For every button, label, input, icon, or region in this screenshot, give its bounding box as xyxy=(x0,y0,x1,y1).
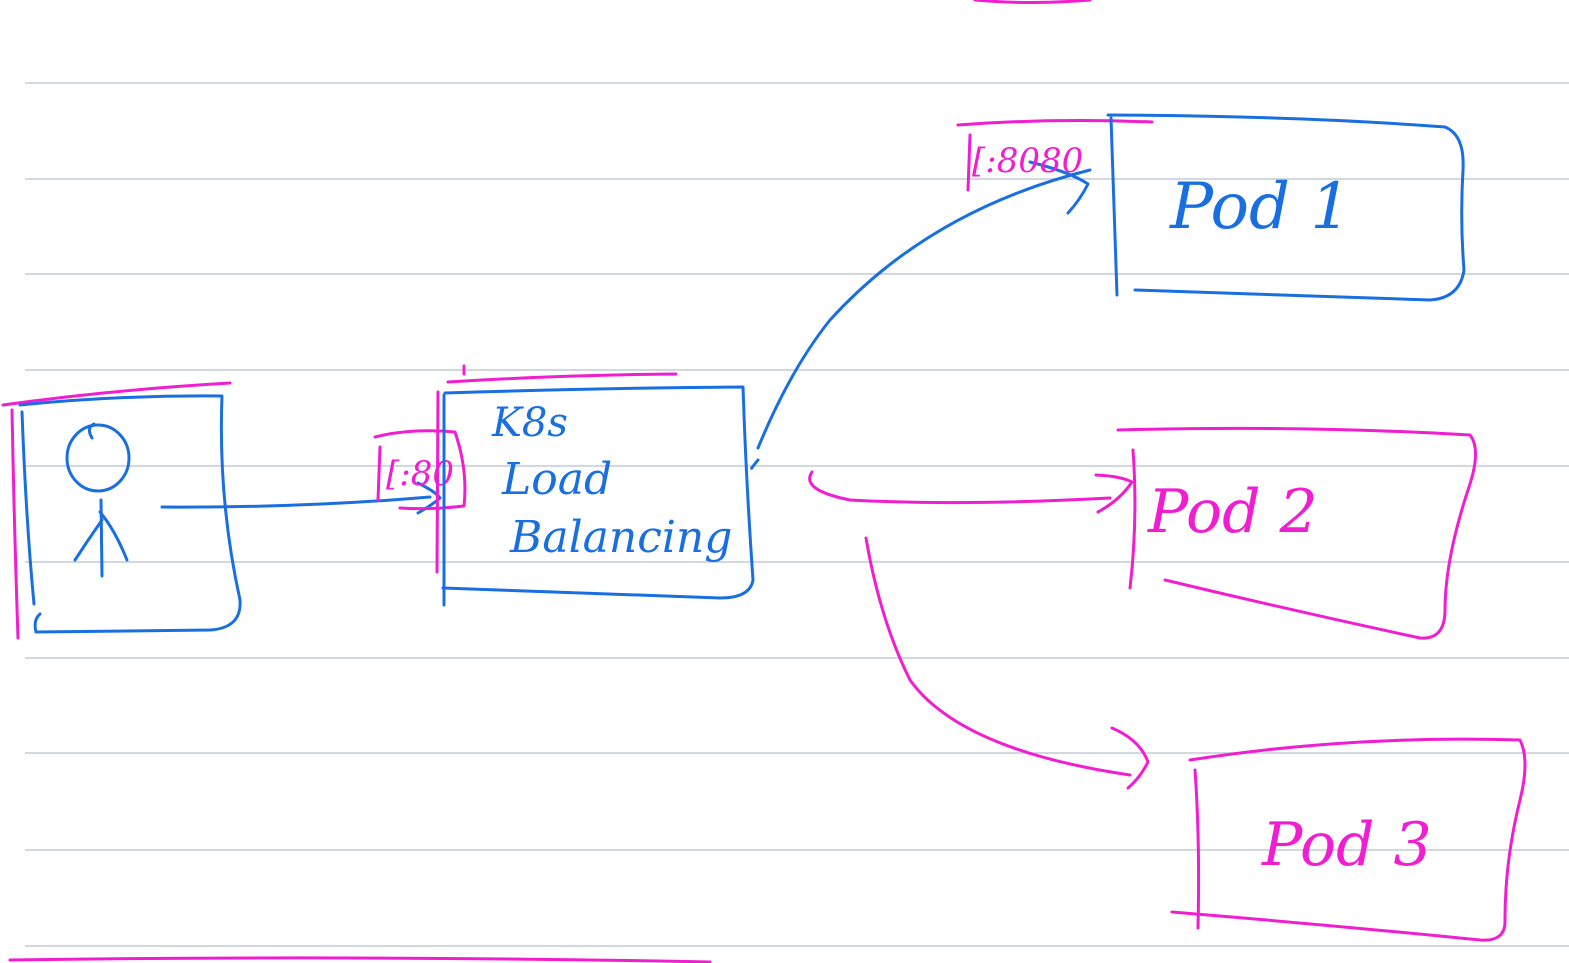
stick-figure-icon xyxy=(65,422,131,578)
bottom-pink-stroke xyxy=(8,956,712,963)
pod3-label: Pod 3 xyxy=(1261,810,1432,880)
lb-to-pod2-arrowhead xyxy=(1094,473,1134,514)
lb-to-pod1-arrowhead xyxy=(1028,160,1090,215)
pod1-label: Pod 1 xyxy=(1169,170,1351,244)
user-box xyxy=(1,381,242,640)
pod1-box: Pod 1 xyxy=(1106,113,1466,302)
pod2-label: Pod 2 xyxy=(1147,477,1318,547)
load-balancer-box: K8s Load Balancing xyxy=(435,364,760,607)
lb-to-pod2-arrow xyxy=(808,470,1112,505)
ruled-lines xyxy=(25,82,1569,947)
pod1-port-label: [:8080 xyxy=(972,141,1083,181)
lb-to-pod1-arrow xyxy=(756,168,1092,450)
user-to-lb-arrow xyxy=(160,495,432,509)
lb-label-line-2: Load xyxy=(501,454,612,505)
lb-to-pod3-arrowhead xyxy=(1110,726,1150,790)
pod2-box: Pod 2 xyxy=(1116,426,1477,640)
lb-to-pod3-arrow xyxy=(864,536,1132,777)
top-pink-stroke xyxy=(973,0,1092,4)
lb-label-line-3: Balancing xyxy=(509,512,732,563)
lb-label-line-1: K8s xyxy=(491,400,568,446)
pod1-port-tag: [:8080 xyxy=(956,119,1154,192)
pod3-box: Pod 3 xyxy=(1170,737,1527,942)
